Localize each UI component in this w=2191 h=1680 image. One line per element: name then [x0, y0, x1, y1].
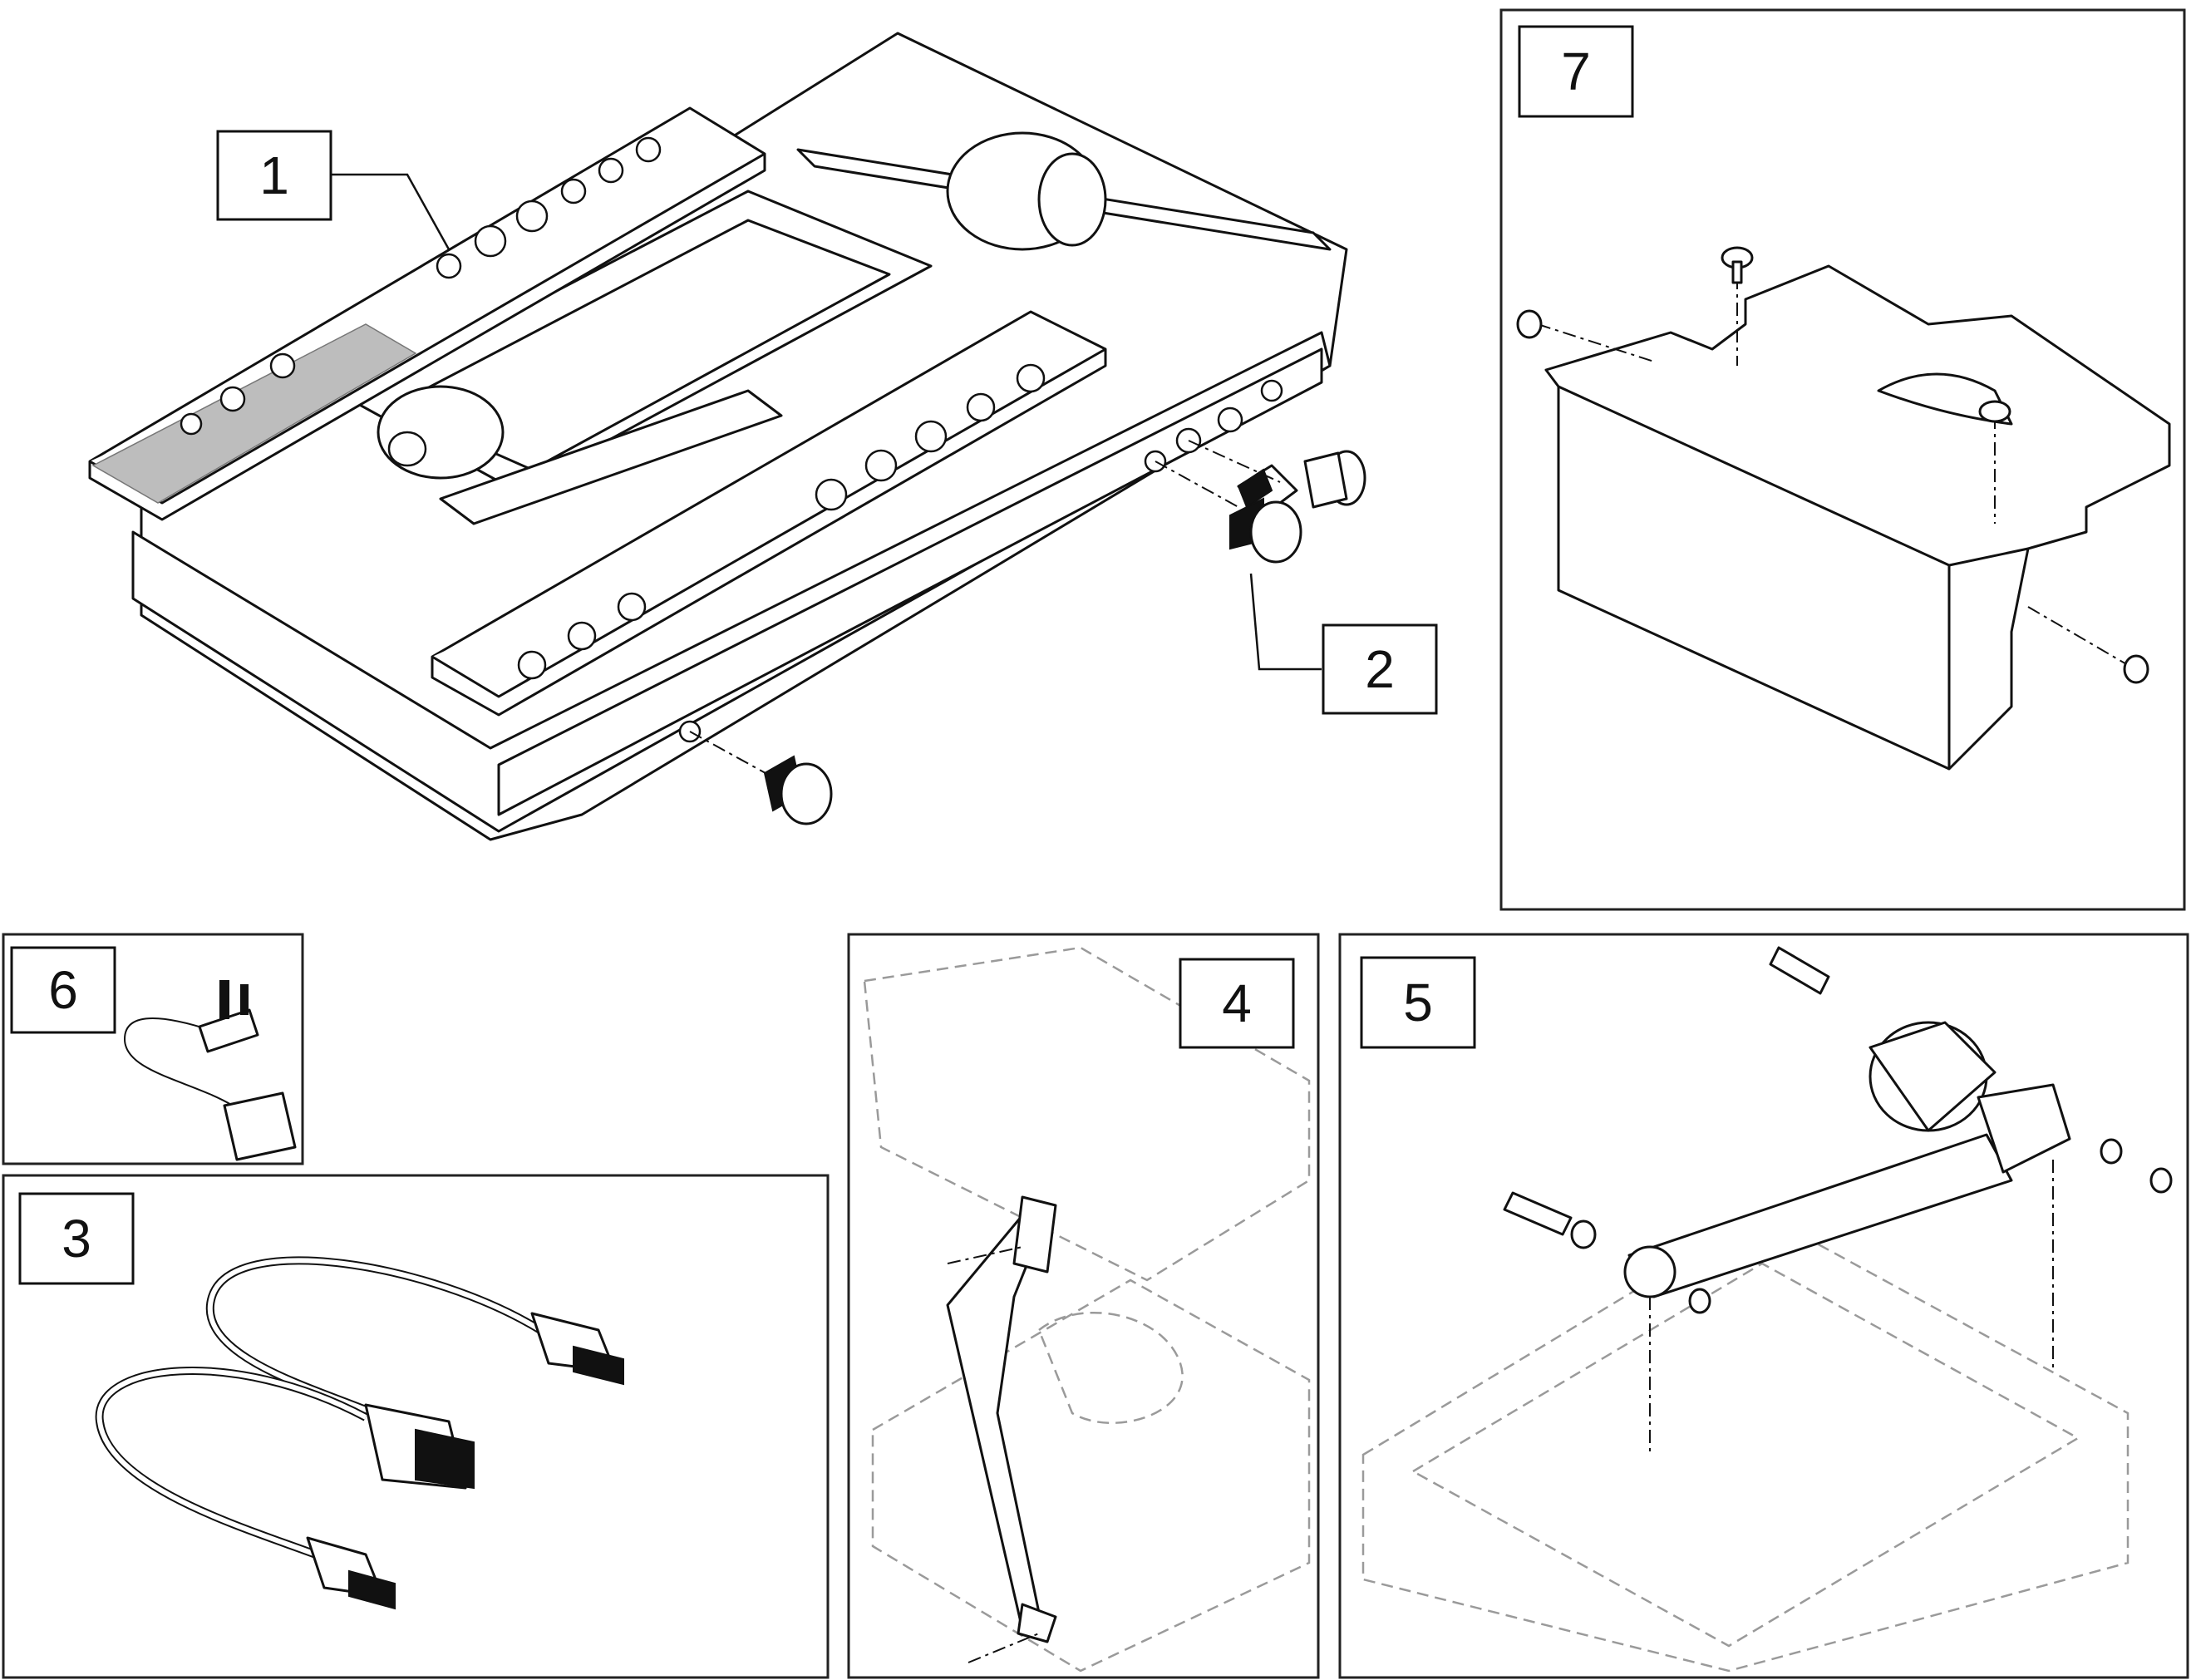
callout-4-label: 4: [1222, 973, 1252, 1033]
shoulder-bolts: [689, 440, 1366, 825]
callout-1: 1: [216, 130, 332, 221]
callout-6-label: 6: [48, 960, 78, 1020]
panel-3-harness: 3: [2, 1174, 830, 1679]
panel-7-cover: 7: [1499, 8, 2186, 911]
plate-holes: [180, 136, 1046, 680]
callout-2: 2: [1322, 623, 1438, 715]
leader-1: [331, 173, 451, 250]
panel-5-actuator: 5: [1338, 933, 2189, 1679]
leader-2: [1249, 573, 1322, 671]
panel-6-bracket-cable: 6: [2, 933, 304, 1165]
callout-3-label: 3: [62, 1209, 91, 1269]
seat-frame-assembly: [88, 32, 1348, 841]
callout-5-label: 5: [1403, 973, 1433, 1032]
callout-2-label: 2: [1365, 639, 1395, 699]
panel-4-side-bracket: 4: [847, 933, 1320, 1679]
callout-7-label: 7: [1561, 42, 1591, 101]
callout-1-label: 1: [259, 145, 289, 205]
